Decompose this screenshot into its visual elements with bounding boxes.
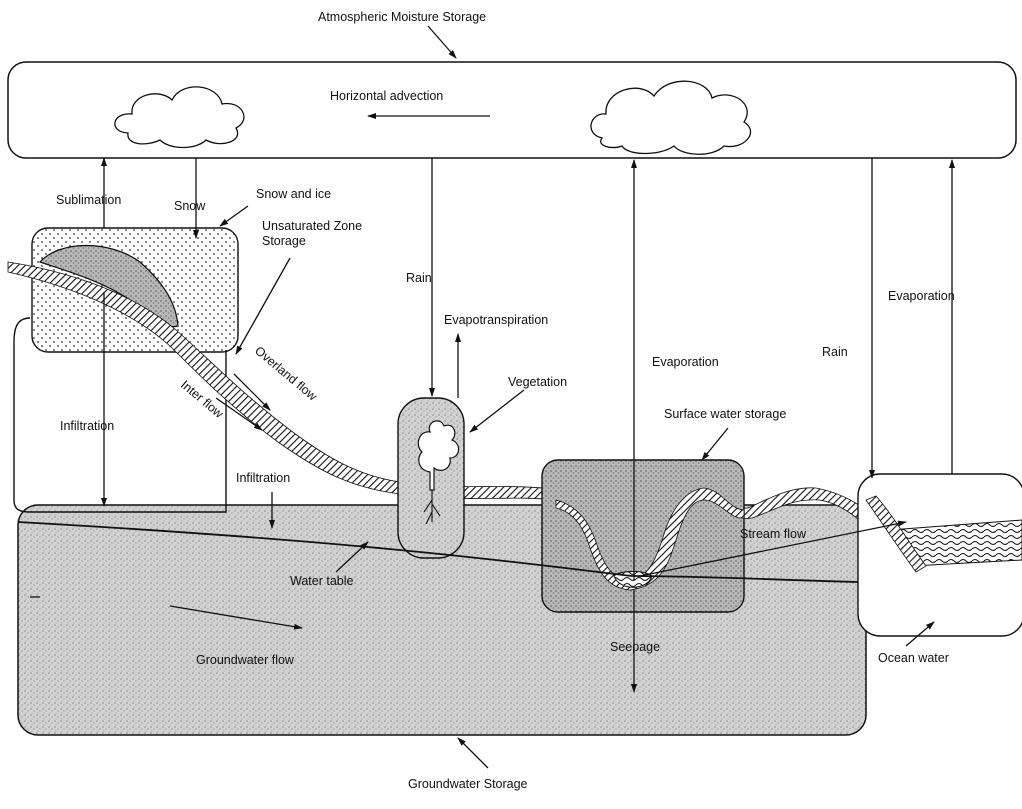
cloud-left-icon	[115, 87, 244, 148]
groundwater-storage-label: Groundwater Storage	[408, 777, 528, 791]
infiltration-center-label: Infiltration	[236, 471, 290, 485]
rain-left-label: Rain	[406, 271, 432, 285]
unsaturated-zone-label-line1: Unsaturated Zone	[262, 219, 362, 233]
infiltration-left-label: Infiltration	[60, 419, 114, 433]
stream-flow-label: Stream flow	[740, 527, 807, 541]
unsaturated-zone-label-line2: Storage	[262, 234, 306, 248]
surface-water-storage-label: Surface water storage	[664, 407, 786, 421]
rain-right-label: Rain	[822, 345, 848, 359]
water-table-label: Water table	[290, 574, 354, 588]
seepage-label: Seepage	[610, 640, 660, 654]
atmospheric-storage-label: Atmospheric Moisture Storage	[318, 10, 486, 24]
overland-flow-label: Overland flow	[252, 344, 320, 404]
sublimation-label: Sublimation	[56, 193, 121, 207]
evapotranspiration-label: Evapotranspiration	[444, 313, 548, 327]
groundwater-flow-label: Groundwater flow	[196, 653, 295, 667]
snow-and-ice-label: Snow and ice	[256, 187, 331, 201]
evaporation-right-label: Evaporation	[888, 289, 955, 303]
ocean-water-label: Ocean water	[878, 651, 949, 665]
surface-water-storage-box	[542, 460, 744, 612]
snow-label: Snow	[174, 199, 206, 213]
atmospheric-storage-box	[8, 62, 1016, 158]
horizontal-advection-label: Horizontal advection	[330, 89, 443, 103]
cloud-right-icon	[591, 81, 751, 154]
evaporation-center-label: Evaporation	[652, 355, 719, 369]
vegetation-label: Vegetation	[508, 375, 567, 389]
